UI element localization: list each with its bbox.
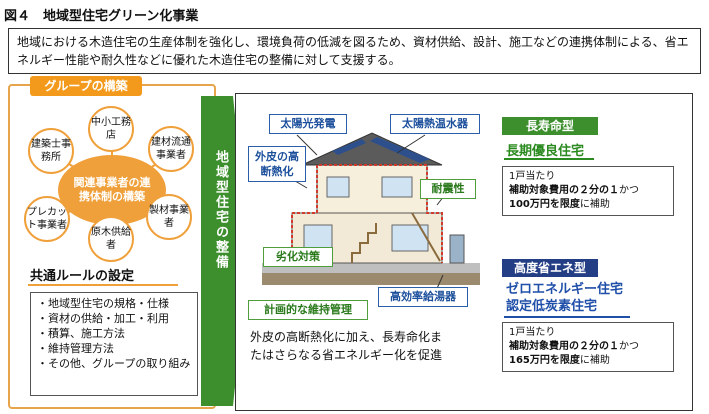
node-lumber: 製材事業者 [146,194,192,240]
label-water-heater: 高効率給湯器 [378,287,468,307]
subsidy-per-unit: 1戸当たり [509,171,556,182]
rule-item: ・積算、施工方法 [37,327,125,340]
subsidy-per-unit: 1戸当たり [509,327,556,338]
subsidy-suffix: に補助 [579,199,610,210]
long-life-tag: 長寿命型 [502,117,598,135]
node-raw-wood: 原木供給者 [88,216,134,262]
long-life-heading: 長期優良住宅 [506,144,585,159]
node-small-builder: 中小工務店 [88,106,134,152]
rule-item: ・資材の供給・加工・利用 [37,312,169,325]
arrow-label: 地域型住宅の整備 [213,150,228,270]
house-illustration [262,132,480,285]
rule-item: ・その他、グループの取り組み [37,357,191,370]
energy-subsidy: 1戸当たり 補助対象費用の２分の１かつ 165万円を限度に補助 [502,322,674,372]
node-architect: 建築士事務所 [28,128,74,174]
label-maintenance: 計画的な維持管理 [248,300,368,320]
long-life-subsidy: 1戸当たり 補助対象費用の２分の１かつ 100万円を限度に補助 [502,166,674,216]
node-precut: プレカット事業者 [24,196,70,242]
subsidy-rate: 補助対象費用の２分の１ [509,341,619,352]
lead-text: 地域における木造住宅の生産体制を強化し、環境負荷の低減を図るため、資材供給、設計… [8,28,701,74]
label-seismic: 耐震性 [420,179,476,199]
rule-item: ・地域型住宅の規格・仕様 [37,297,169,310]
label-insulation: 外皮の高断熱化 [248,146,306,182]
subsidy-and: かつ [619,341,639,352]
rules-underline [28,284,178,286]
figure-title: 図４ 地域型住宅グリーン化事業 [4,9,199,24]
rules-list: ・地域型住宅の規格・仕様 ・資材の供給・加工・利用 ・積算、施工方法 ・維持管理… [30,292,198,396]
label-solar-heat: 太陽熱温水器 [390,114,480,134]
long-life-underline [504,158,594,160]
rule-item: ・維持管理方法 [37,342,114,355]
energy-tag: 高度省エネ型 [502,259,598,277]
subsidy-limit: 165万円を限度 [509,355,580,366]
group-title: グループの構築 [30,76,142,96]
energy-heading-lowcarbon: 認定低炭素住宅 [506,299,598,314]
node-material-distributor: 建材流通事業者 [148,126,194,172]
bottom-description: 外皮の高断熱化に加え、長寿命化またはさらなる省エネルギー化を促進 [250,330,443,362]
label-solar-power: 太陽光発電 [269,114,347,134]
subsidy-limit: 100万円を限度 [509,199,580,210]
energy-heading-zeh: ゼロエネルギー住宅 [506,282,624,297]
energy-underline [504,316,630,318]
rules-title: 共通ルールの設定 [30,269,135,284]
label-deterioration: 劣化対策 [263,247,333,267]
subsidy-rate: 補助対象費用の２分の１ [509,185,619,196]
subsidy-suffix: に補助 [579,355,610,366]
subsidy-and: かつ [619,185,639,196]
